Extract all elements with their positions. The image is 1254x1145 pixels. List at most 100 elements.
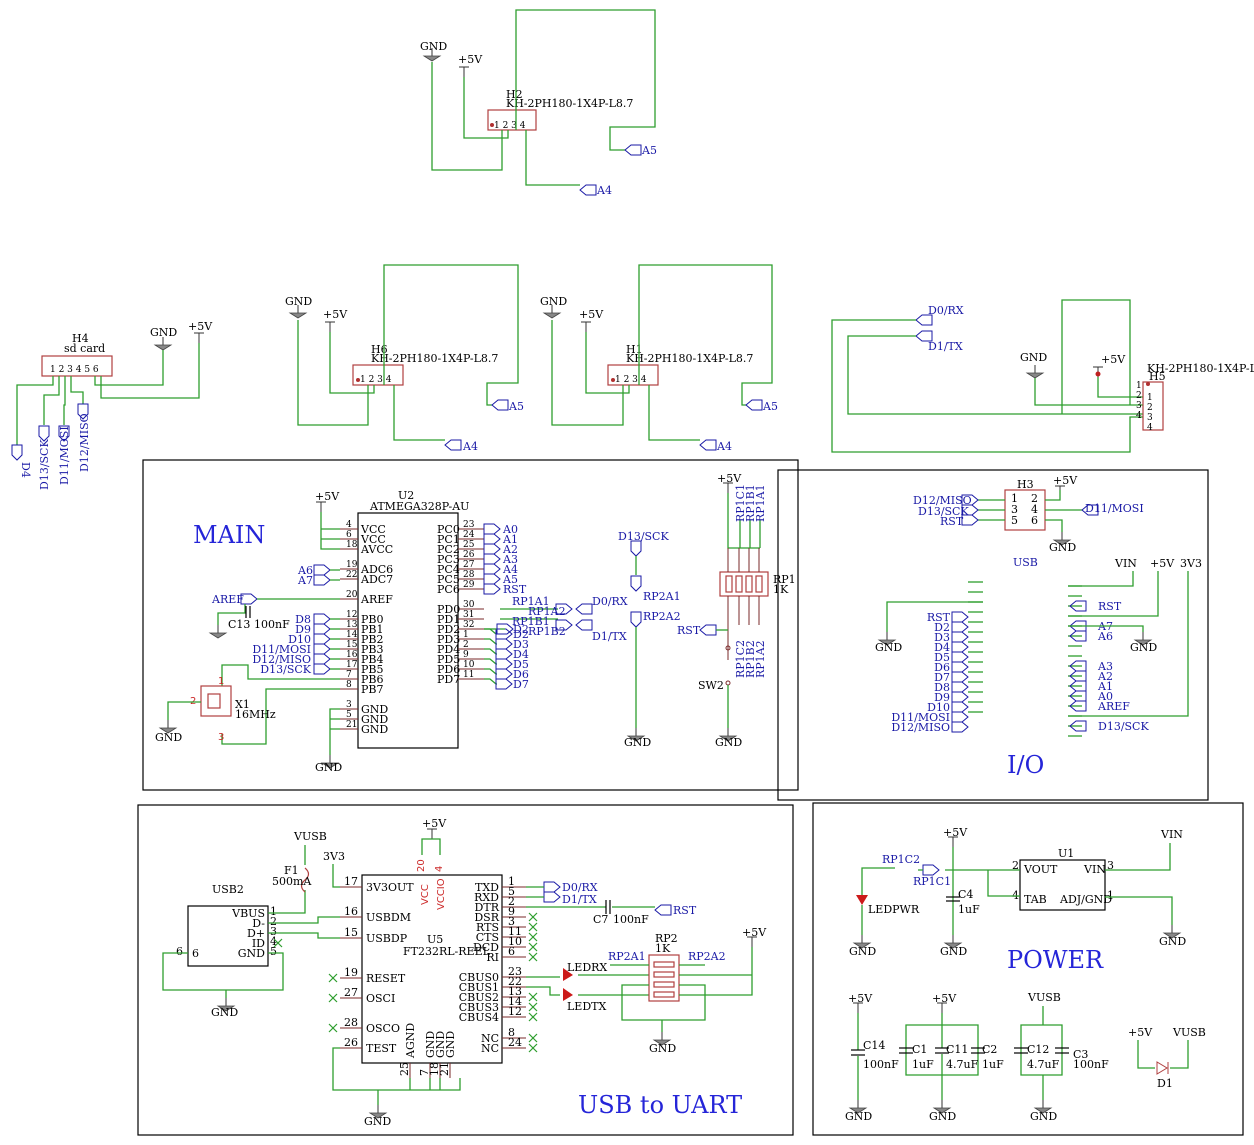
ft-pin-num: 19 [344,966,358,979]
mcu-pin-name: PD6 [437,663,460,676]
usb-pin-num: 4 [270,935,277,948]
ft-pin-num: 25 [398,1062,411,1076]
ft-pin-num: 22 [508,975,522,988]
svg-text:GND: GND [1020,351,1047,364]
ft-pin-name: RI [486,951,499,964]
ft-pin-name: USBDM [366,911,411,924]
reset-circuit: D13/SCK RP2A1 RP2A2 GND +5V RP1 1K RP1C1… [618,472,796,749]
svg-text:GND: GND [875,641,902,654]
svg-text:RP1C2: RP1C2 [882,853,920,866]
svg-text:6: 6 [192,947,199,960]
mcu-pin-num: 15 [346,640,358,650]
svg-text:RP1B2: RP1B2 [528,625,566,638]
svg-text:1 2 3 4 5 6: 1 2 3 4 5 6 [50,365,99,375]
ft-pin-name: DCD [473,941,499,954]
svg-text:1 2 3 4: 1 2 3 4 [494,121,526,131]
ft-pin-name: CBUS1 [459,981,499,994]
svg-text:A4: A4 [462,440,478,453]
svg-text:RST: RST [940,515,964,528]
io-block: H3 1 2 3 4 5 6 USB D12/MISO D13/SCK RST … [875,474,1202,737]
usb-uart-title: USB to UART [578,1091,742,1119]
svg-text:GND: GND [285,295,312,308]
ft-pin-num: 3 [508,915,515,928]
h2-ref: H2 [506,88,523,101]
svg-text:GND: GND [940,945,967,958]
svg-text:GND: GND [315,761,342,774]
svg-text:VOUT: VOUT [1023,863,1058,876]
svg-text:4.7uF: 4.7uF [1027,1058,1060,1071]
svg-text:+5V: +5V [579,308,604,321]
io-net-label: D6 [934,661,950,674]
header-h4-sdcard: H4 sd card 1 2 3 4 5 6 GND +5V D4 D13/SC… [11,320,213,490]
svg-text:3: 3 [1147,413,1153,423]
svg-text:ADJ/GND: ADJ/GND [1059,893,1112,906]
mcu-net-label: D6 [513,668,529,681]
svg-text:RST: RST [673,904,697,917]
mcu-pin-num: 25 [463,540,475,550]
io-net-label: A1 [1097,680,1113,693]
header-h2: GND +5V H2 KH-2PH180-1X4P-L8.7 1 2 3 4 A… [420,9,657,197]
io-net-label: D4 [934,641,950,654]
svg-text:RP2A2: RP2A2 [643,610,681,623]
io-net-label: D13/SCK [1098,720,1149,733]
svg-text:+5V: +5V [422,817,447,830]
svg-text:RP2: RP2 [655,932,678,945]
svg-text:RP1C1: RP1C1 [734,484,747,522]
svg-text:100nF: 100nF [254,618,290,631]
svg-text:20: 20 [416,859,427,872]
svg-text:D12/MISO: D12/MISO [78,413,91,472]
mcu-net-label: A0 [502,523,518,536]
mcu-pin-name: AVCC [360,543,393,556]
mcu-net-label: D2 [513,623,529,636]
mcu-pin-num: 32 [463,620,474,630]
ft-pin-num: 2 [508,895,515,908]
svg-text:1uF: 1uF [982,1058,1004,1071]
svg-text:3: 3 [1136,401,1142,411]
mcu-pin-name: PD2 [437,623,460,636]
svg-text:RP1: RP1 [773,573,796,586]
svg-text:+5V: +5V [943,826,968,839]
svg-text:D11/MOSI: D11/MOSI [58,426,71,485]
mcu-net-label: D4 [513,648,529,661]
mcu-net-label: RST [503,583,527,596]
mcu-pin-num: 7 [346,670,352,680]
svg-text:LEDRX: LEDRX [567,961,607,974]
svg-text:1: 1 [1147,393,1153,403]
svg-text:USB2: USB2 [212,883,244,896]
usb-pin-name: D- [252,917,265,930]
svg-text:+5V: +5V [1101,353,1126,366]
svg-text:RP2A1: RP2A1 [643,590,681,603]
mcu-left-net: D11/MOSI [252,643,311,656]
svg-text:AREF: AREF [211,593,244,606]
svg-text:4: 4 [1136,411,1142,421]
svg-text:H5: H5 [1149,370,1166,383]
svg-text:sd card: sd card [64,342,105,355]
mcu-net-label: D7 [513,678,529,691]
io-net-label: A3 [1097,660,1113,673]
mcu-pin-num: 10 [463,660,475,670]
svg-text:3: 3 [218,732,224,743]
svg-text:D13/SCK: D13/SCK [618,530,669,543]
ft-pin-name: GND [444,1031,457,1058]
ft-pin-name: TEST [366,1042,397,1055]
svg-text:GND: GND [540,295,567,308]
svg-text:D4: D4 [19,462,32,478]
svg-text:1: 1 [1136,381,1142,391]
svg-text:GND: GND [1049,541,1076,554]
mcu-pin-name: PB2 [361,633,383,646]
usb-pin-name: VBUS [231,907,265,920]
mcu-pin-name: GND [361,713,388,726]
svg-text:RP1A1: RP1A1 [754,484,767,522]
svg-text:100nF: 100nF [863,1058,899,1071]
mcu-left-net: D12/MISO [252,653,311,666]
svg-text:RP2A1: RP2A1 [608,950,646,963]
svg-text:+5V: +5V [188,320,213,333]
svg-text:2: 2 [1136,391,1142,401]
svg-text:1 2 3 4: 1 2 3 4 [615,375,647,385]
svg-text:4: 4 [1147,423,1153,433]
ft-pin-name: RESET [366,972,406,985]
svg-text:RP1A1: RP1A1 [512,595,550,608]
svg-text:C1: C1 [912,1043,927,1056]
